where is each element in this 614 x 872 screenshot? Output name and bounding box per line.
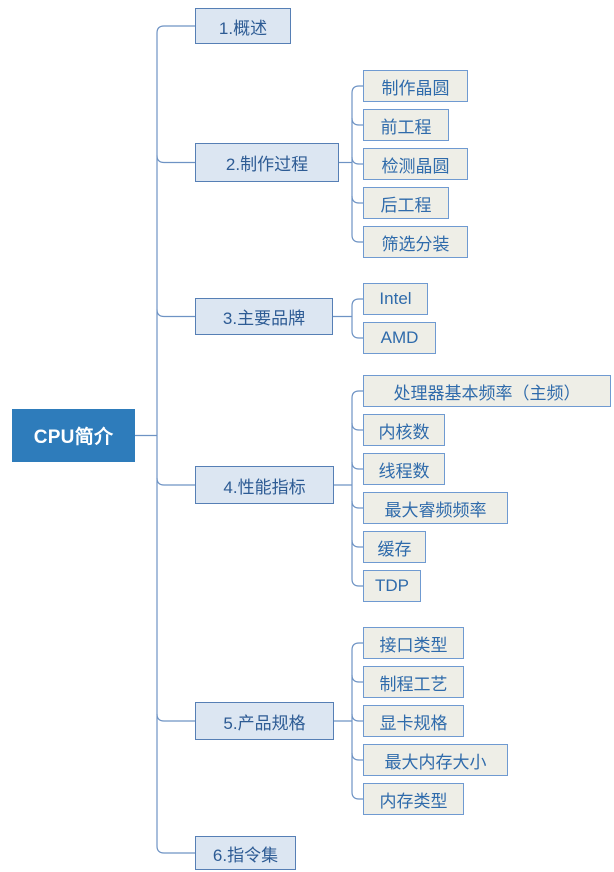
branch-node-3[interactable]: 3.主要品牌 [195,298,333,335]
root-node-label: CPU简介 [33,427,114,448]
branch-node-1-label: 1.概述 [218,18,268,38]
leaf-node-2-2-label: 前工程 [380,117,432,137]
leaf-node-3-2[interactable]: AMD [363,322,436,354]
leaf-node-2-5-label: 筛选分装 [381,234,450,254]
leaf-node-4-1-label: 处理器基本频率（主频） [393,383,581,403]
branch-node-4-label: 4.性能指标 [223,477,306,497]
leaf-node-2-1-label: 制作晶圆 [381,78,450,98]
branch-node-6-label: 6.指令集 [212,845,279,865]
leaf-node-4-5[interactable]: 缓存 [363,531,426,563]
leaf-node-2-4-label: 后工程 [380,195,432,215]
leaf-node-5-3-label: 显卡规格 [379,713,448,733]
leaf-node-4-6[interactable]: TDP [363,570,421,602]
leaf-node-5-1[interactable]: 接口类型 [363,627,464,659]
branch-node-2-label: 2.制作过程 [225,155,309,174]
leaf-node-4-6-label: TDP [375,576,409,595]
root-node[interactable]: CPU简介 [12,409,135,462]
leaf-node-5-2-label: 制程工艺 [379,674,448,694]
branch-node-4[interactable]: 4.性能指标 [195,466,334,504]
leaf-node-2-1[interactable]: 制作晶圆 [363,70,468,102]
leaf-node-4-3[interactable]: 线程数 [363,453,445,485]
branch-node-6[interactable]: 6.指令集 [195,836,296,870]
leaf-node-5-2[interactable]: 制程工艺 [363,666,464,698]
leaf-node-4-5-label: 缓存 [377,539,412,559]
leaf-node-5-1-label: 接口类型 [379,635,448,655]
branch-node-5-label: 5.产品规格 [223,713,306,733]
leaf-node-2-3[interactable]: 检测晶圆 [363,148,468,180]
leaf-node-3-1[interactable]: Intel [363,283,428,315]
leaf-node-5-4-label: 最大内存大小 [384,752,487,772]
leaf-node-4-4[interactable]: 最大睿频频率 [363,492,508,524]
branch-node-1[interactable]: 1.概述 [195,8,291,44]
leaf-node-4-1[interactable]: 处理器基本频率（主频） [363,375,611,407]
leaf-node-2-2[interactable]: 前工程 [363,109,449,141]
leaf-node-2-4[interactable]: 后工程 [363,187,449,219]
leaf-node-2-5[interactable]: 筛选分装 [363,226,468,258]
leaf-node-4-2-label: 内核数 [378,422,430,442]
branch-node-2[interactable]: 2.制作过程 [195,143,339,182]
leaf-node-5-3[interactable]: 显卡规格 [363,705,464,737]
leaf-node-3-1-label: Intel [379,289,412,308]
leaf-node-5-5-label: 内存类型 [379,791,448,811]
leaf-node-5-4[interactable]: 最大内存大小 [363,744,508,776]
leaf-node-4-3-label: 线程数 [378,461,430,481]
leaf-node-4-2[interactable]: 内核数 [363,414,445,446]
leaf-node-3-2-label: AMD [380,328,419,347]
branch-node-5[interactable]: 5.产品规格 [195,702,334,740]
leaf-node-5-5[interactable]: 内存类型 [363,783,464,815]
leaf-node-2-3-label: 检测晶圆 [381,156,450,176]
leaf-node-4-4-label: 最大睿频频率 [384,500,487,520]
branch-node-3-label: 3.主要品牌 [222,309,306,328]
